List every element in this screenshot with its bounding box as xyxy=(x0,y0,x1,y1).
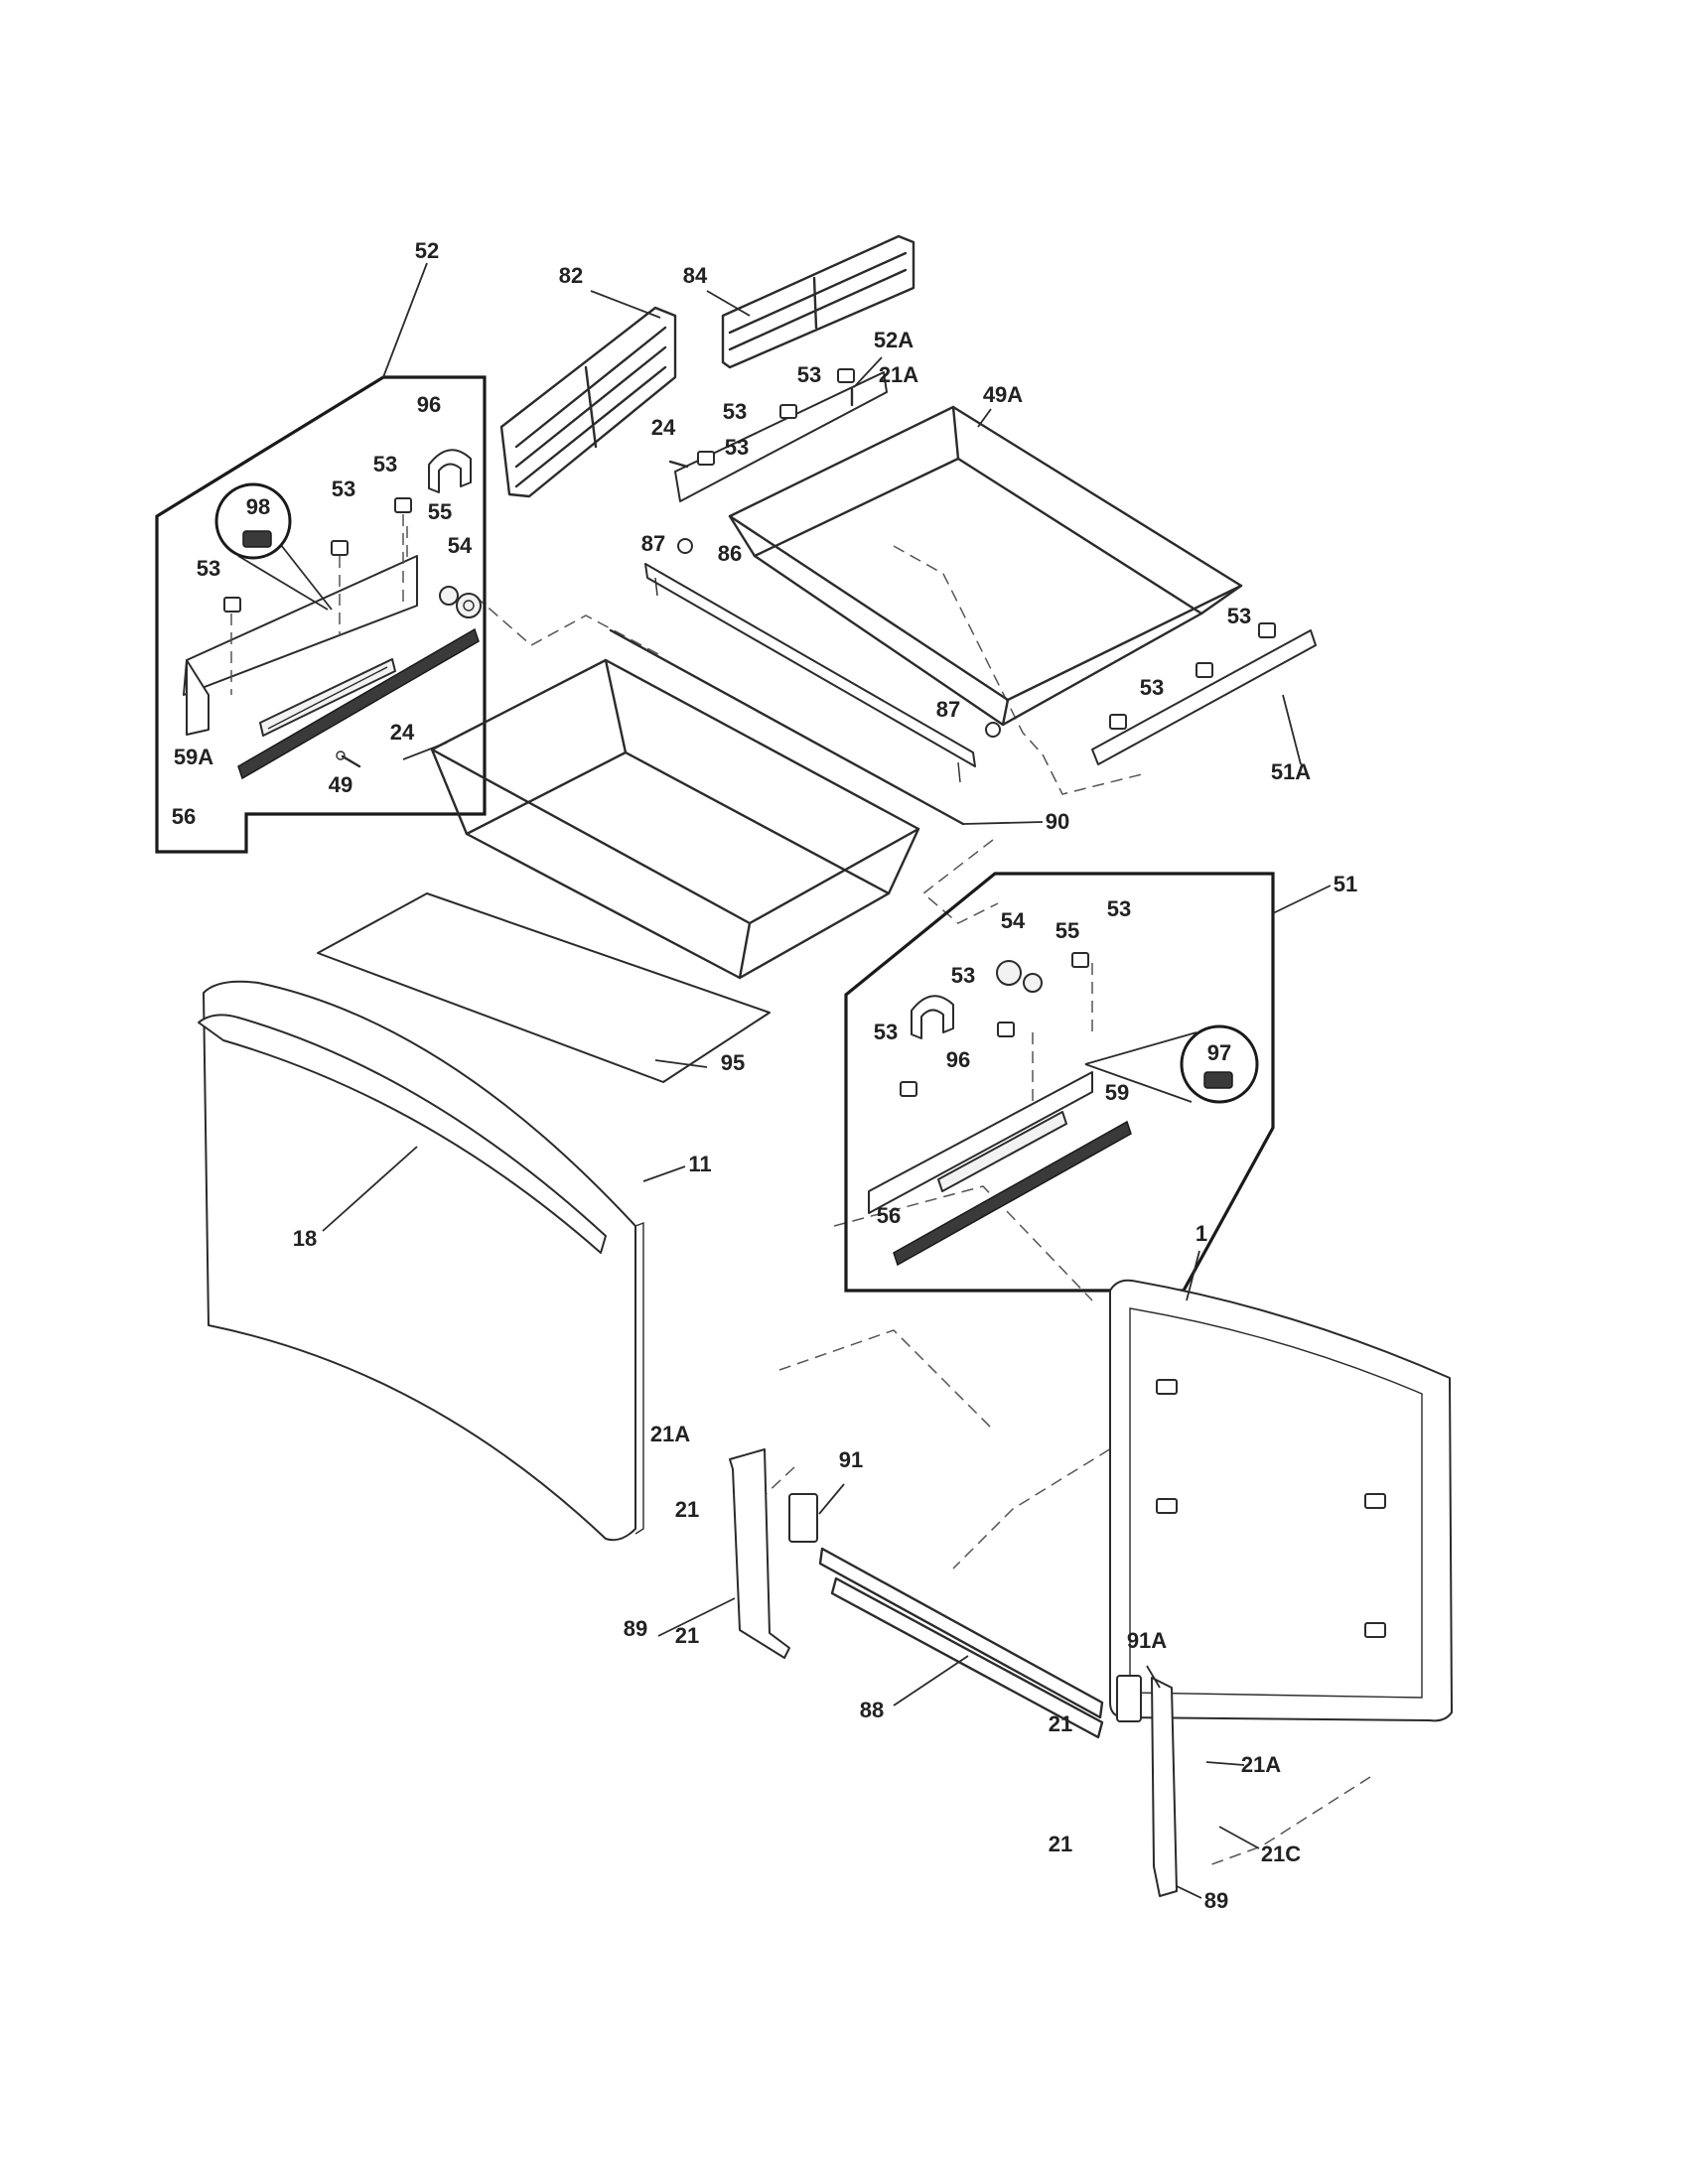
callout: 89 xyxy=(1204,1888,1228,1913)
callout: 53 xyxy=(874,1020,898,1044)
callout: 90 xyxy=(1046,809,1069,834)
callout-labels: 52 82 84 52A 53 53 21A 49A 24 53 96 98 5… xyxy=(172,238,1357,1913)
slide-rail-51A xyxy=(1091,622,1317,765)
bar-90 xyxy=(609,628,965,826)
detail-box-52 xyxy=(155,375,487,854)
upper-basket-49A xyxy=(728,405,1243,727)
spacer-53-b xyxy=(331,540,349,556)
long-rail-56 xyxy=(237,627,480,780)
callout: 55 xyxy=(1055,918,1079,943)
bracket-89-right xyxy=(1116,1675,1178,1897)
callout: 49 xyxy=(329,772,352,797)
callout: 82 xyxy=(559,263,583,288)
spacer-53-a xyxy=(223,597,241,613)
callout: 89 xyxy=(624,1616,647,1641)
callout: 21 xyxy=(675,1623,699,1648)
callout: 84 xyxy=(683,263,708,288)
callout: 21 xyxy=(675,1497,699,1522)
wire-guide-88 xyxy=(818,1547,1104,1739)
callout: 53 xyxy=(797,362,821,387)
callout: 1 xyxy=(1196,1221,1207,1246)
callout: 56 xyxy=(877,1203,901,1228)
callout: 49A xyxy=(983,382,1023,407)
callout: 21 xyxy=(1049,1832,1072,1856)
callout: 24 xyxy=(390,720,415,745)
callout: 91A xyxy=(1127,1628,1167,1653)
callout: 86 xyxy=(718,541,742,566)
callout: 96 xyxy=(417,392,441,417)
detail-box-51 xyxy=(844,872,1275,1293)
callout: 21A xyxy=(879,362,918,387)
callout: 51 xyxy=(1334,872,1357,896)
callout: 53 xyxy=(373,452,397,477)
callout: 55 xyxy=(428,499,452,524)
handle-18[interactable] xyxy=(198,1014,607,1254)
callout: 52A xyxy=(874,328,914,352)
callout: 53 xyxy=(332,477,355,501)
bracket-89-left xyxy=(729,1448,818,1659)
clip-98 xyxy=(242,530,272,548)
callout: 52 xyxy=(415,238,439,263)
clip-97 xyxy=(1203,1071,1233,1089)
door-panel-1 xyxy=(1109,1279,1453,1722)
callout: 53 xyxy=(1107,896,1131,921)
callout: 24 xyxy=(651,415,676,440)
callout: 91 xyxy=(839,1447,863,1472)
callout: 96 xyxy=(946,1047,970,1072)
callout: 53 xyxy=(1227,604,1251,628)
callout: 87 xyxy=(641,531,665,556)
callout: 21A xyxy=(650,1422,690,1446)
slide-rail-59A xyxy=(183,555,418,737)
callout: 21A xyxy=(1241,1752,1281,1777)
callout: 95 xyxy=(721,1050,745,1075)
support-rail-86 xyxy=(644,538,1001,783)
bumper-87-a xyxy=(677,538,693,554)
detail-bubble-97 xyxy=(1180,1024,1259,1104)
leader-lines xyxy=(322,262,1332,1899)
gear-54 xyxy=(456,593,482,618)
callout: 97 xyxy=(1207,1040,1231,1065)
callout: 87 xyxy=(936,697,960,722)
end-cap-96 xyxy=(428,449,472,493)
callout: 53 xyxy=(1140,675,1164,700)
callout: 51A xyxy=(1271,759,1311,784)
callout: 53 xyxy=(197,556,220,581)
gear-55-b xyxy=(1023,973,1043,993)
gear-54-b xyxy=(996,960,1022,986)
callout: 54 xyxy=(448,533,473,558)
spacer-53-c xyxy=(394,497,412,513)
callout: 53 xyxy=(725,435,749,460)
divider-84 xyxy=(721,234,915,369)
callout: 59A xyxy=(174,745,213,769)
callout: 18 xyxy=(293,1226,317,1251)
gear-55 xyxy=(439,586,459,606)
end-cap-96-b xyxy=(911,995,954,1039)
divider-82 xyxy=(499,306,677,498)
drawer-front-11 xyxy=(198,980,644,1542)
glass-shelf-95 xyxy=(317,892,771,1083)
callout: 59 xyxy=(1105,1080,1129,1105)
callout: 21 xyxy=(1049,1711,1072,1736)
callout: 53 xyxy=(723,399,747,424)
bumper-87-b xyxy=(985,722,1001,738)
callout: 98 xyxy=(246,494,270,519)
callout: 54 xyxy=(1001,908,1026,933)
slide-rail-59 xyxy=(868,1071,1093,1214)
callout: 53 xyxy=(951,963,975,988)
callout: 56 xyxy=(172,804,196,829)
callout: 11 xyxy=(688,1152,711,1176)
callout: 21C xyxy=(1261,1842,1301,1866)
callout: 88 xyxy=(860,1698,884,1722)
bracket-52A xyxy=(668,368,888,502)
lower-basket-49 xyxy=(430,658,920,980)
long-rail-56-b xyxy=(893,1120,1132,1267)
